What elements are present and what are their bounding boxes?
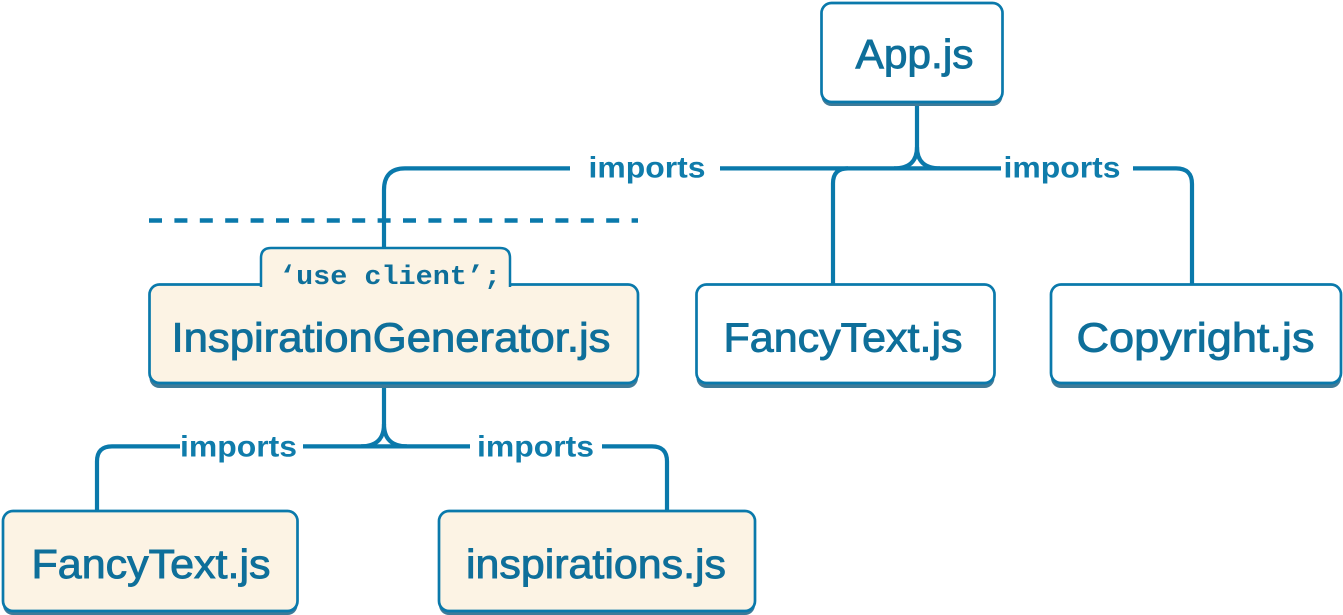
svg-text:FancyText.js: FancyText.js [724, 315, 963, 361]
svg-text:InspirationGenerator.js: InspirationGenerator.js [172, 315, 611, 361]
svg-text:imports: imports [180, 430, 297, 463]
svg-text:FancyText.js: FancyText.js [32, 541, 271, 587]
svg-text:App.js: App.js [856, 31, 974, 77]
svg-text:‘use client’;: ‘use client’; [279, 263, 501, 293]
svg-text:Copyright.js: Copyright.js [1077, 315, 1315, 361]
svg-text:imports: imports [477, 430, 594, 463]
svg-text:inspirations.js: inspirations.js [466, 541, 726, 587]
svg-text:imports: imports [589, 151, 706, 184]
svg-text:imports: imports [1004, 151, 1121, 184]
